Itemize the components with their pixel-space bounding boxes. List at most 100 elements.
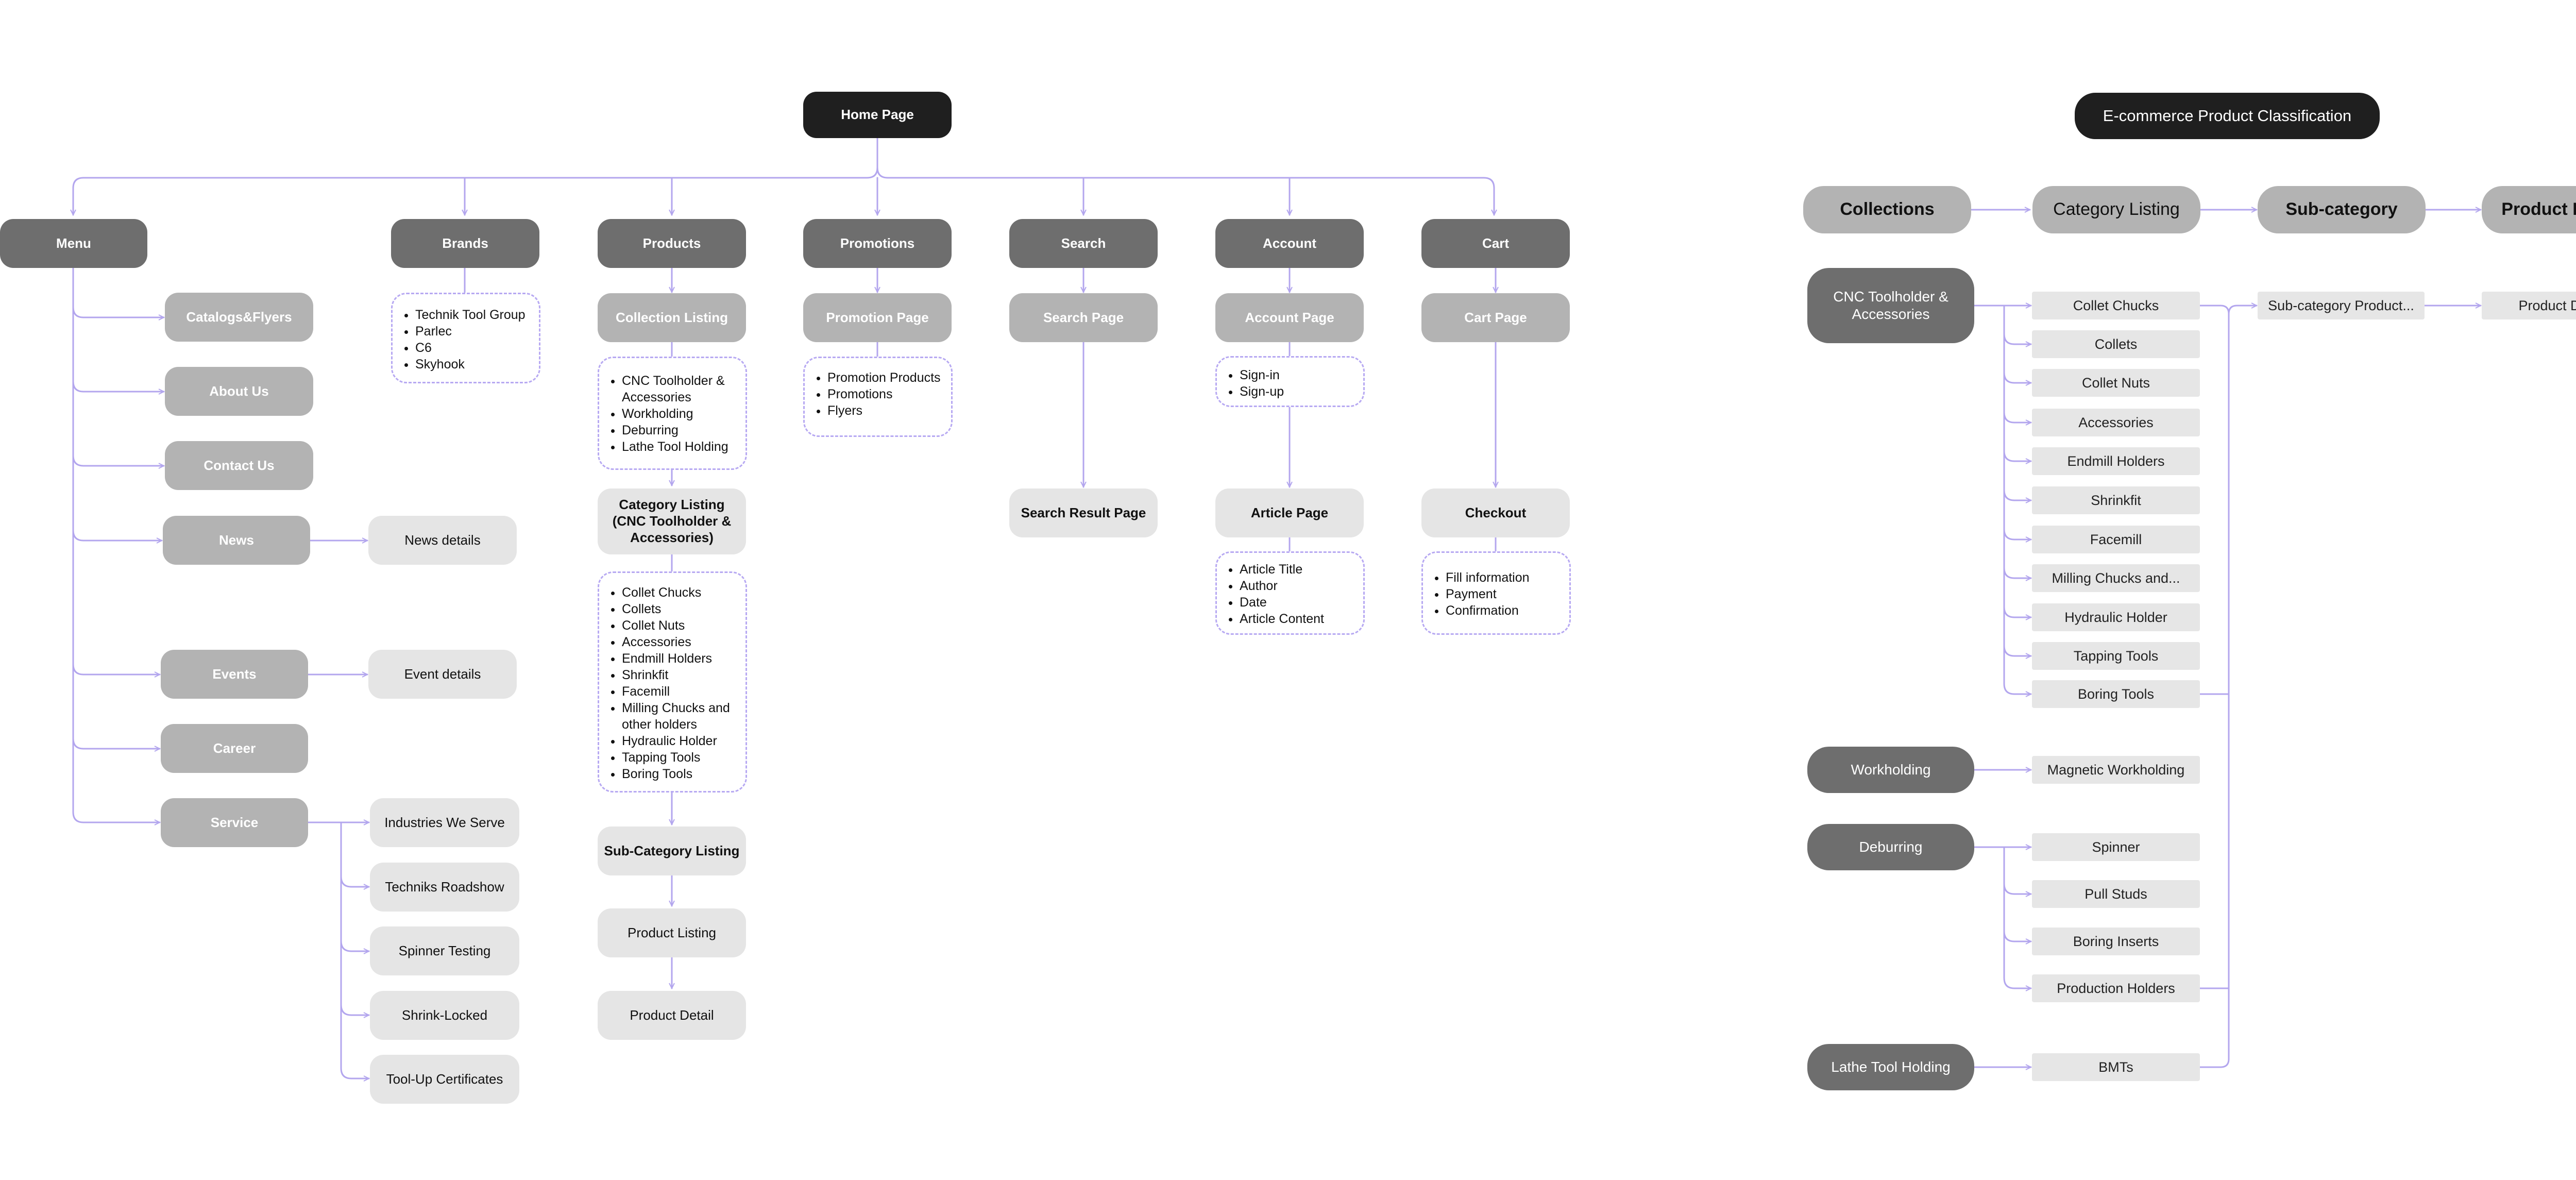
checkout-steps-list: Fill information Payment Confirmation xyxy=(1421,551,1571,635)
list-item: Date xyxy=(1240,594,1324,611)
home-page-node[interactable]: Home Page xyxy=(803,92,952,138)
collection-workholding[interactable]: Workholding xyxy=(1807,747,1974,793)
category-cell[interactable]: Milling Chucks and... xyxy=(2032,564,2200,592)
account-node[interactable]: Account xyxy=(1215,219,1364,268)
article-page-node[interactable]: Article Page xyxy=(1215,488,1364,537)
products-node[interactable]: Products xyxy=(598,219,746,268)
service-industries-node[interactable]: Industries We Serve xyxy=(370,798,519,847)
list-item: Boring Tools xyxy=(622,766,745,782)
list-item: Collet Nuts xyxy=(622,617,745,634)
list-item: Facemill xyxy=(622,683,745,700)
list-item: Collets xyxy=(622,601,745,617)
account-auth-list: Sign-in Sign-up xyxy=(1215,356,1365,407)
header-product-details: Product Details xyxy=(2482,186,2576,233)
collection-deburring[interactable]: Deburring xyxy=(1807,824,1974,870)
list-item: CNC Toolholder & Accessories xyxy=(622,373,745,406)
list-item: Workholding xyxy=(622,406,745,422)
category-cell[interactable]: Endmill Holders xyxy=(2032,447,2200,475)
cart-page-node[interactable]: Cart Page xyxy=(1421,293,1570,342)
category-cell[interactable]: Hydraulic Holder xyxy=(2032,603,2200,631)
list-item: Author xyxy=(1240,578,1324,594)
list-item: Parlec xyxy=(415,323,526,340)
category-cell[interactable]: Magnetic Workholding xyxy=(2032,756,2200,784)
menu-item-service[interactable]: Service xyxy=(161,798,308,847)
categories-list: Collet Chucks Collets Collet Nuts Access… xyxy=(598,571,747,793)
promotion-page-node[interactable]: Promotion Page xyxy=(803,293,952,342)
list-item: Confirmation xyxy=(1446,602,1530,619)
list-item: Lathe Tool Holding xyxy=(622,439,745,455)
service-roadshow-node[interactable]: Techniks Roadshow xyxy=(370,863,519,912)
list-item: Promotion Products xyxy=(827,369,941,386)
list-item: Fill information xyxy=(1446,569,1530,586)
list-item: Endmill Holders xyxy=(622,650,745,667)
list-item: Skyhook xyxy=(415,356,526,373)
list-item: Sign-in xyxy=(1240,367,1284,383)
category-cell[interactable]: Tapping Tools xyxy=(2032,642,2200,670)
menu-item-catalogs-flyers[interactable]: Catalogs&Flyers xyxy=(165,293,313,342)
search-page-node[interactable]: Search Page xyxy=(1009,293,1158,342)
list-item: Milling Chucks and other holders xyxy=(622,700,745,733)
cart-node[interactable]: Cart xyxy=(1421,219,1570,268)
category-cell[interactable]: Boring Inserts xyxy=(2032,928,2200,955)
service-shrink-locked-node[interactable]: Shrink-Locked xyxy=(370,991,519,1040)
category-cell[interactable]: Accessories xyxy=(2032,409,2200,436)
promotions-list: Promotion Products Promotions Flyers xyxy=(803,357,953,437)
menu-item-about-us[interactable]: About Us xyxy=(165,367,313,416)
menu-item-contact-us[interactable]: Contact Us xyxy=(165,441,313,490)
brands-node[interactable]: Brands xyxy=(391,219,539,268)
promotions-node[interactable]: Promotions xyxy=(803,219,952,268)
category-cell[interactable]: Production Holders xyxy=(2032,974,2200,1002)
header-sub-category: Sub-category xyxy=(2258,186,2426,233)
category-cell[interactable]: Collet Nuts xyxy=(2032,369,2200,397)
header-category-listing: Category Listing xyxy=(2032,186,2200,233)
news-details-node[interactable]: News details xyxy=(368,516,517,565)
article-fields-list: Article Title Author Date Article Conten… xyxy=(1215,551,1365,635)
list-item: Sign-up xyxy=(1240,383,1284,400)
category-cell[interactable]: Facemill xyxy=(2032,526,2200,553)
sub-category-listing-node[interactable]: Sub-Category Listing xyxy=(598,827,746,875)
product-detail-node[interactable]: Product Detail xyxy=(598,991,746,1040)
list-item: Collet Chucks xyxy=(622,584,745,601)
brands-list: Technik Tool Group Parlec C6 Skyhook xyxy=(391,293,540,383)
menu-item-career[interactable]: Career xyxy=(161,724,308,773)
search-node[interactable]: Search xyxy=(1009,219,1158,268)
list-item: Payment xyxy=(1446,586,1530,602)
category-cell[interactable]: Pull Studs xyxy=(2032,880,2200,908)
menu-item-events[interactable]: Events xyxy=(161,650,308,699)
category-cell[interactable]: Spinner xyxy=(2032,833,2200,861)
collections-list: CNC Toolholder & Accessories Workholding… xyxy=(598,357,747,470)
list-item: Flyers xyxy=(827,402,941,419)
sub-category-cell[interactable]: Sub-category Product... xyxy=(2258,292,2425,319)
service-tool-up-node[interactable]: Tool-Up Certificates xyxy=(370,1055,519,1104)
list-item: Deburring xyxy=(622,422,745,439)
account-page-node[interactable]: Account Page xyxy=(1215,293,1364,342)
event-details-node[interactable]: Event details xyxy=(368,650,517,699)
category-cell[interactable]: Collets xyxy=(2032,330,2200,358)
list-item: Tapping Tools xyxy=(622,749,745,766)
checkout-node[interactable]: Checkout xyxy=(1421,488,1570,537)
category-cell[interactable]: Shrinkfit xyxy=(2032,486,2200,514)
list-item: Accessories xyxy=(622,634,745,650)
collection-cnc-toolholder[interactable]: CNC Toolholder & Accessories xyxy=(1807,268,1974,343)
header-collections: Collections xyxy=(1803,186,1971,233)
list-item: Article Title xyxy=(1240,561,1324,578)
product-details-cell[interactable]: Product Details xyxy=(2482,292,2576,319)
list-item: Article Content xyxy=(1240,611,1324,627)
service-spinner-testing-node[interactable]: Spinner Testing xyxy=(370,926,519,975)
category-listing-node[interactable]: Category Listing (CNC Toolholder & Acces… xyxy=(598,488,746,554)
category-cell[interactable]: Boring Tools xyxy=(2032,680,2200,708)
search-result-page-node[interactable]: Search Result Page xyxy=(1009,488,1158,537)
list-item: Shrinkfit xyxy=(622,667,745,683)
menu-item-news[interactable]: News xyxy=(163,516,310,565)
list-item: Promotions xyxy=(827,386,941,402)
category-cell[interactable]: BMTs xyxy=(2032,1053,2200,1081)
category-cell[interactable]: Collet Chucks xyxy=(2032,292,2200,319)
list-item: Hydraulic Holder xyxy=(622,733,745,749)
collection-listing-node[interactable]: Collection Listing xyxy=(598,293,746,342)
classification-title: E-commerce Product Classification xyxy=(2075,93,2380,139)
collection-lathe-tool-holding[interactable]: Lathe Tool Holding xyxy=(1807,1044,1974,1090)
product-listing-node[interactable]: Product Listing xyxy=(598,908,746,957)
menu-node[interactable]: Menu xyxy=(0,219,147,268)
list-item: Technik Tool Group xyxy=(415,307,526,323)
